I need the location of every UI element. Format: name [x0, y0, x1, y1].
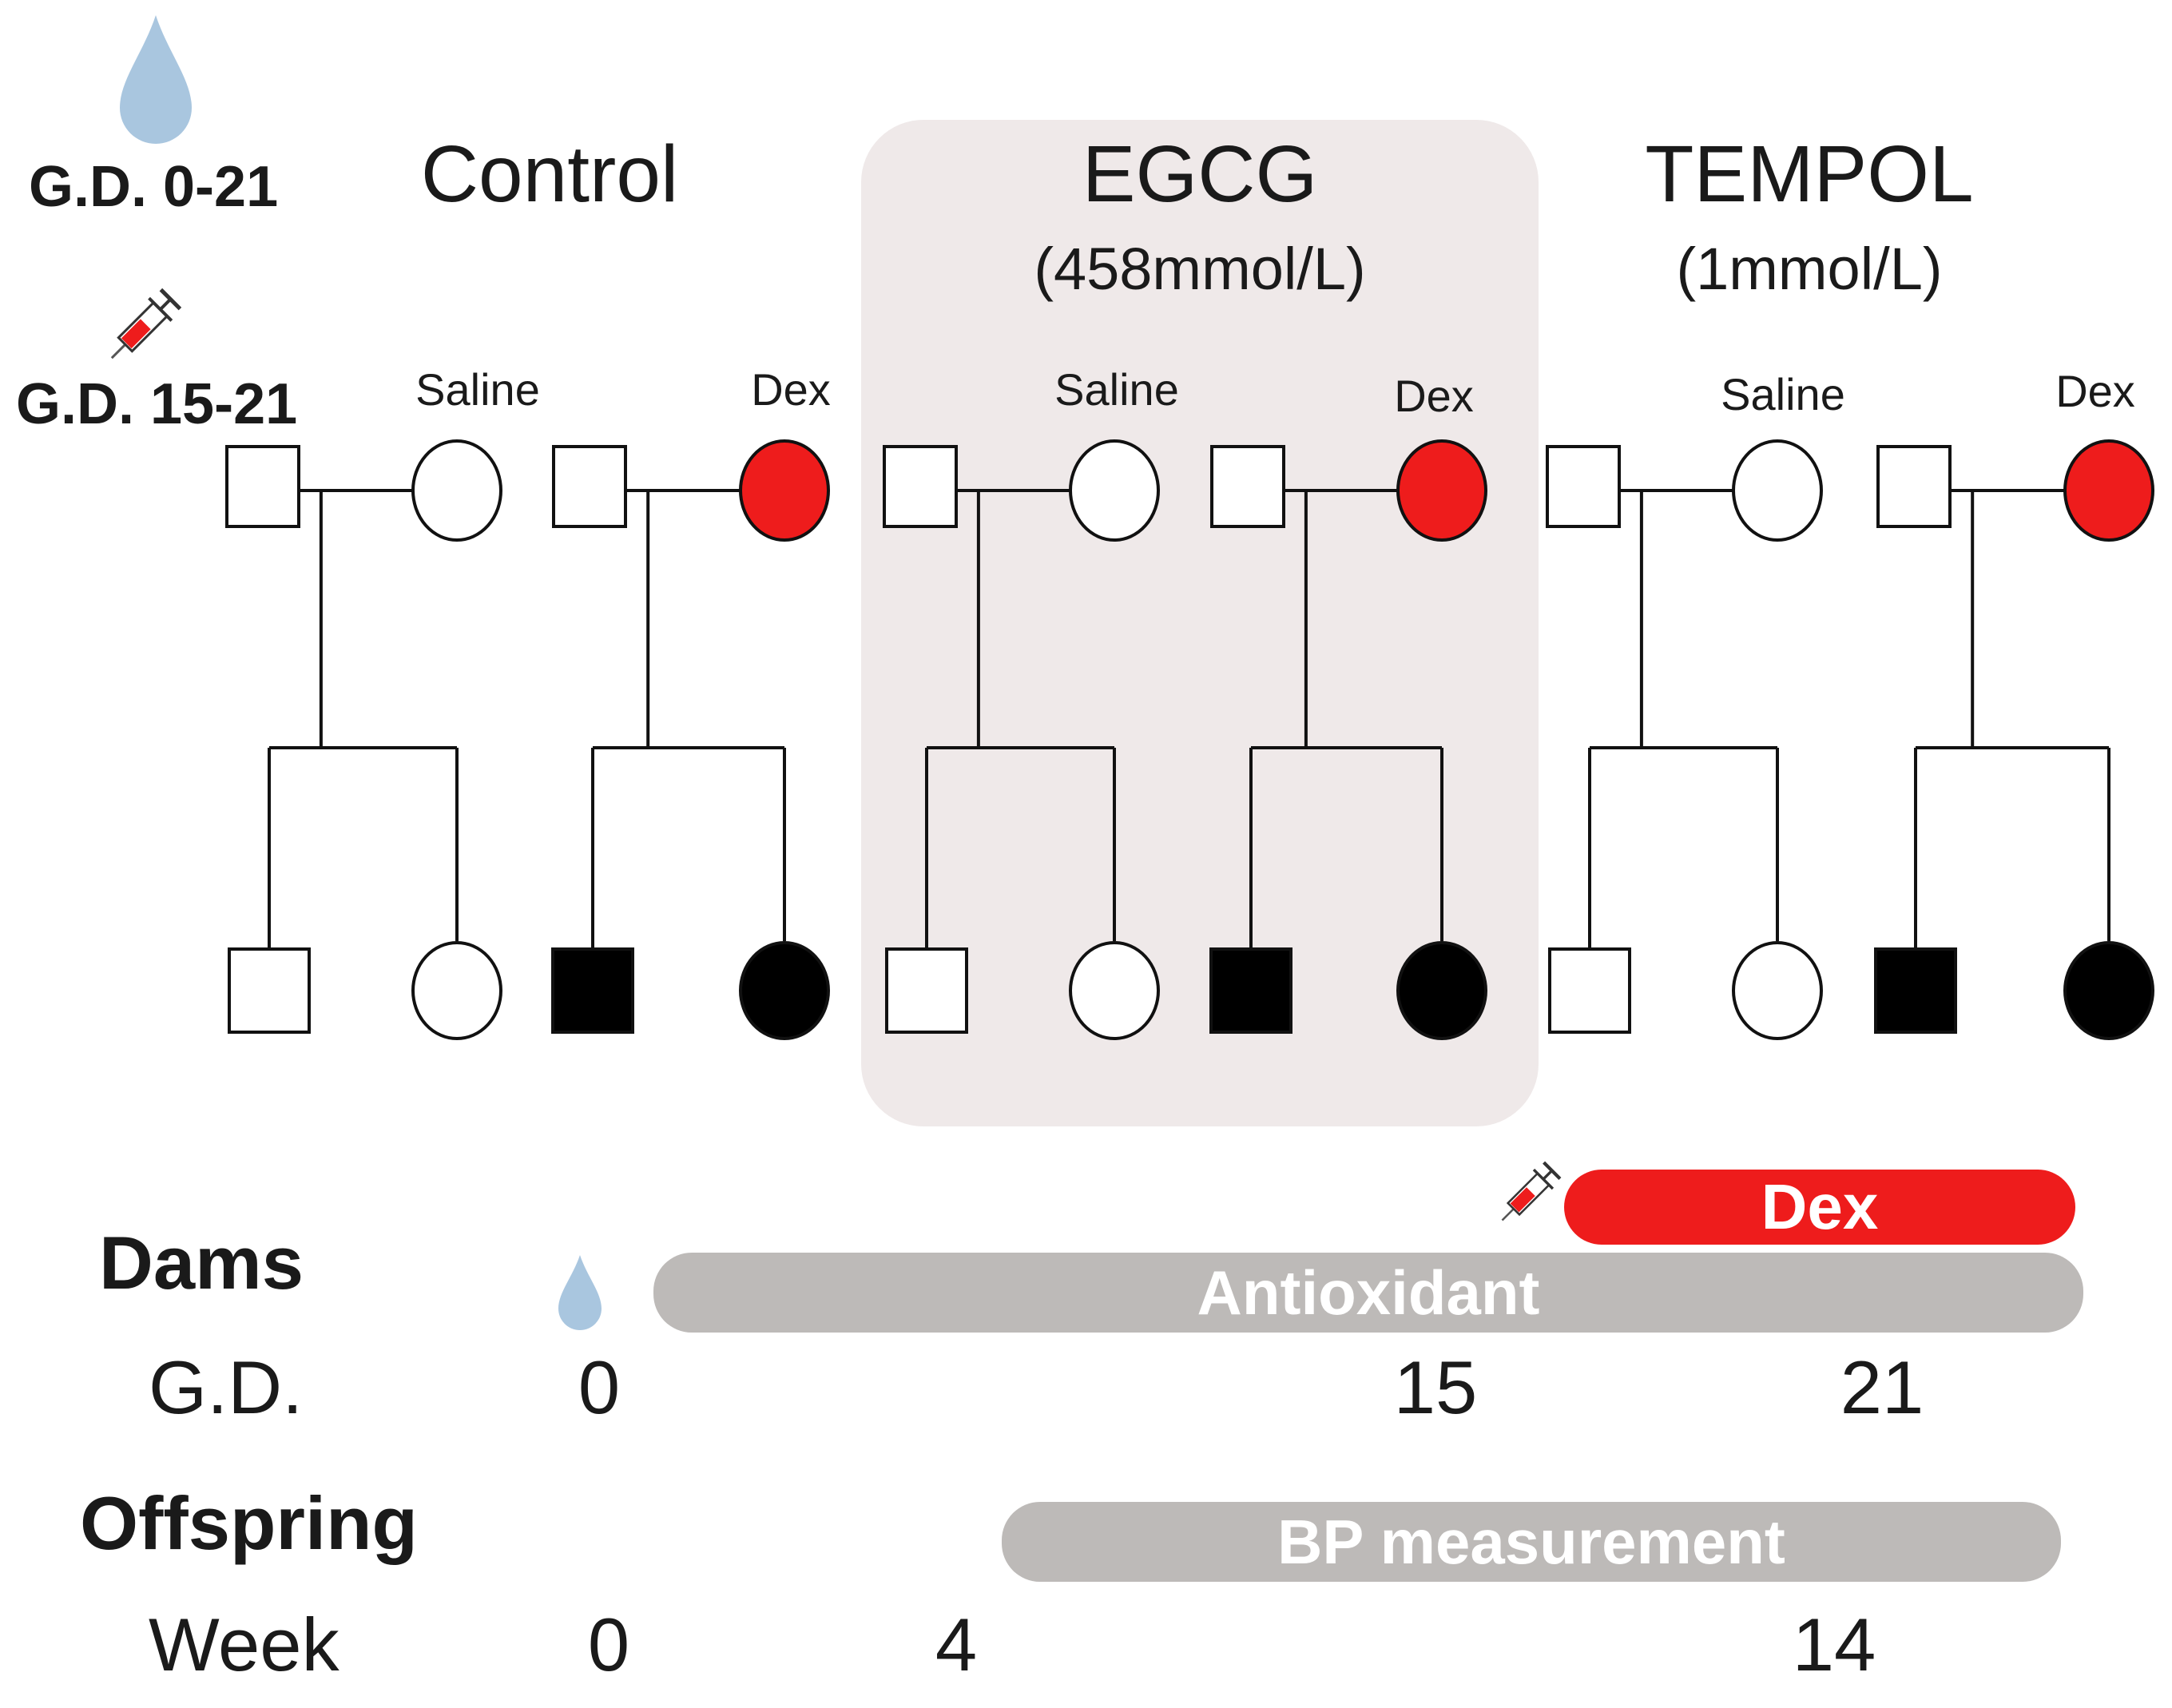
male-offspring-square	[1874, 947, 1957, 1034]
sire-square	[1210, 445, 1285, 528]
sire-square	[883, 445, 958, 528]
sire-square	[225, 445, 300, 528]
female-offspring-circle	[1732, 941, 1823, 1040]
gd-tick: 21	[1840, 1345, 1924, 1429]
treatment-label-saline: Saline	[1721, 369, 1845, 419]
dex-dam-circle	[739, 439, 830, 542]
sire-square	[1546, 445, 1621, 528]
male-offspring-square	[885, 947, 968, 1034]
gd-tick: 15	[1393, 1345, 1478, 1429]
male-offspring-square	[228, 947, 311, 1034]
bp-measurement-bar: BP measurement	[1002, 1502, 2061, 1582]
group-title-tempol: TEMPOL	[1645, 129, 1974, 219]
antioxidant-bar: Antioxidant	[653, 1253, 2083, 1333]
sire-square	[552, 445, 627, 528]
week-tick: 0	[587, 1603, 630, 1686]
water-drop-icon	[558, 1255, 602, 1330]
dams-label: Dams	[99, 1221, 304, 1305]
female-offspring-circle	[739, 941, 830, 1040]
male-offspring-square	[551, 947, 634, 1034]
group-dose-tempol: (1mmol/L)	[1676, 236, 1943, 302]
dex-dam-circle	[1396, 439, 1487, 542]
female-offspring-circle	[411, 941, 502, 1040]
pedigree-diagrams	[225, 439, 2154, 1040]
male-offspring-square	[1548, 947, 1631, 1034]
male-offspring-square	[1209, 947, 1292, 1034]
week-axis-label: Week	[149, 1603, 339, 1686]
treatment-label-saline: Saline	[1054, 364, 1179, 415]
treatment-label-saline: Saline	[415, 364, 540, 415]
female-offspring-circle	[1069, 941, 1160, 1040]
gd-axis-label: G.D.	[149, 1345, 304, 1429]
group-title-egcg: EGCG	[1082, 129, 1318, 219]
gd-tick: 0	[578, 1345, 621, 1429]
week-tick: 4	[935, 1603, 978, 1686]
group-dose-egcg: (458mmol/L)	[1034, 236, 1366, 302]
offspring-label: Offspring	[80, 1481, 418, 1565]
female-offspring-circle	[1396, 941, 1487, 1040]
dex-dam-circle	[2063, 439, 2154, 542]
saline-dam-circle	[411, 439, 502, 542]
sire-square	[1876, 445, 1952, 528]
treatment-label-dex: Dex	[2055, 366, 2135, 416]
water-drop-icon	[120, 15, 192, 144]
drop-legend-label: G.D. 0-21	[29, 155, 279, 219]
syringe-icon	[1501, 1161, 1562, 1221]
dex-bar: Dex	[1564, 1170, 2075, 1245]
week-tick: 14	[1792, 1603, 1876, 1686]
saline-dam-circle	[1069, 439, 1160, 542]
syringe-legend-label: G.D. 15-21	[16, 372, 298, 436]
female-offspring-circle	[2063, 941, 2154, 1040]
treatment-label-dex: Dex	[751, 364, 831, 415]
syringe-icon	[110, 288, 182, 359]
saline-dam-circle	[1732, 439, 1823, 542]
treatment-label-dex: Dex	[1394, 371, 1474, 421]
group-title-control: Control	[420, 129, 679, 219]
